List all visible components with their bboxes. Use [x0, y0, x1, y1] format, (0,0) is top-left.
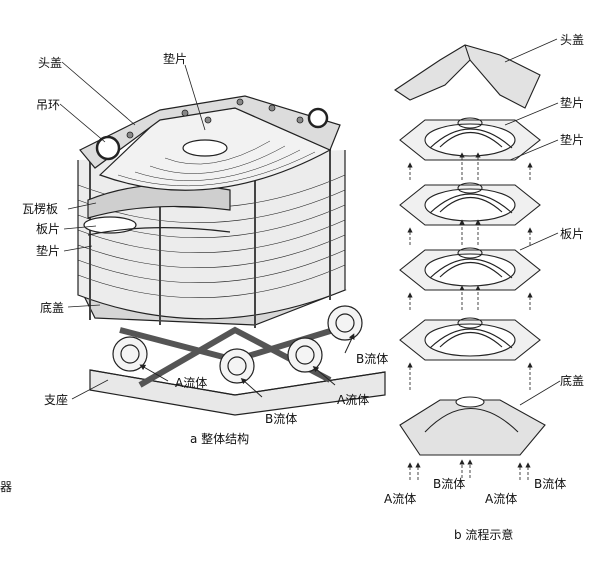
lifting-ring-right	[307, 107, 329, 129]
label-right-head-cover: 头盖	[560, 33, 585, 47]
caption-flow-schematic: b 流程示意	[454, 528, 514, 542]
label-bottom-cover: 底盖	[40, 301, 65, 315]
edge-character: 器	[0, 480, 13, 494]
label-right-flow-a-right: A流体	[485, 492, 518, 506]
label-flow-b-front: B流体	[265, 412, 298, 426]
caption-overall-structure: a 整体结构	[190, 432, 250, 446]
exploded-layer-1	[399, 117, 541, 161]
label-head-cover: 头盖	[38, 56, 63, 70]
flow-schematic	[394, 44, 546, 456]
nozzle-b-right	[327, 305, 363, 341]
label-right-plate: 板片	[560, 227, 585, 241]
nozzle-a-right	[287, 337, 323, 373]
label-flow-a-front: A流体	[175, 376, 208, 390]
exploded-bottom-cover	[399, 396, 546, 456]
label-right-bottom-cover: 底盖	[560, 374, 585, 388]
exchanger-body	[77, 95, 386, 416]
nozzle-a-front	[112, 336, 148, 372]
label-right-gasket-2: 垫片	[560, 133, 585, 147]
label-gasket-top: 垫片	[163, 52, 188, 66]
exploded-layer-2	[399, 182, 541, 226]
label-flow-a-right: A流体	[337, 393, 370, 407]
label-flow-b-right: B流体	[356, 352, 389, 366]
label-right-gasket-1: 垫片	[560, 96, 585, 110]
label-right-flow-a-left: A流体	[384, 492, 417, 506]
left-leader-lines	[59, 61, 206, 400]
exploded-layer-3	[399, 247, 541, 291]
label-plate: 板片	[36, 222, 61, 236]
right-leader-lines	[504, 38, 561, 406]
label-right-flow-b-right: B流体	[534, 477, 567, 491]
lifting-ring-left	[95, 135, 121, 161]
exploded-head-cover	[394, 44, 541, 109]
right-flow-arrows	[407, 152, 533, 480]
left-flow-arrows	[139, 333, 355, 398]
label-corrugated-plate: 瓦楞板	[22, 202, 59, 216]
label-right-flow-b-left: B流体	[433, 477, 466, 491]
nozzle-b-front	[219, 348, 255, 384]
label-gasket-side: 垫片	[36, 244, 61, 258]
label-support: 支座	[44, 393, 69, 407]
exploded-layer-4	[399, 317, 541, 361]
label-lifting-ring: 吊环	[36, 98, 61, 112]
